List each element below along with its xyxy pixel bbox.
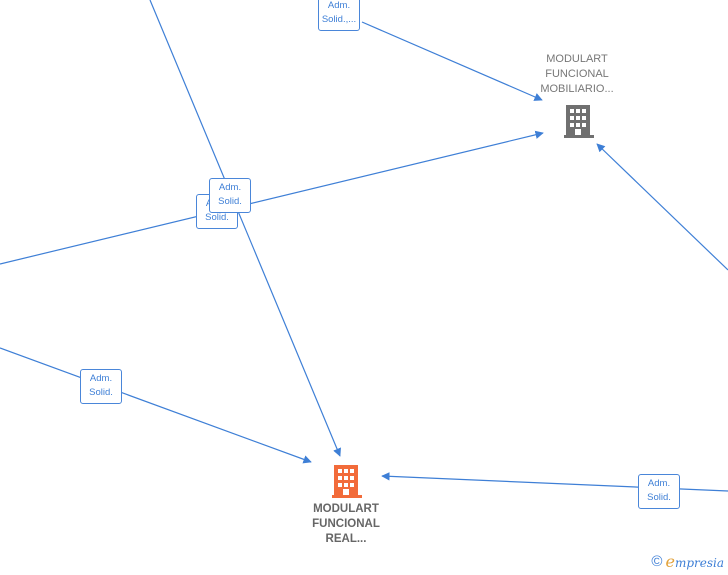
copyright-icon: © (651, 553, 663, 570)
edge-label[interactable]: Adm. Solid.,... (318, 0, 360, 31)
edge-line-to-main-company-from-top (149, 0, 341, 457)
edge-label[interactable]: Adm. Solid. (80, 369, 122, 404)
edge-line-to-main-company-from-left (0, 347, 312, 464)
edge-line-to-top-company-from-right (596, 143, 728, 271)
edge-label[interactable]: Adm. Solid. (638, 474, 680, 509)
office-building-icon (332, 465, 362, 498)
office-building-icon (564, 105, 594, 138)
edge-label[interactable]: Adm. Solid. (209, 178, 251, 213)
footer-brand[interactable]: © empresia (651, 552, 724, 571)
edge-line-to-top-company-from-top (361, 21, 543, 101)
empresia-logo[interactable]: empresia (665, 552, 724, 571)
company-node-label[interactable]: MODULART FUNCIONAL MOBILIARIO... (540, 53, 614, 95)
company-node-label[interactable]: MODULART FUNCIONAL REAL... (312, 503, 380, 545)
edge-line-to-top-company-from-left (0, 130, 544, 265)
